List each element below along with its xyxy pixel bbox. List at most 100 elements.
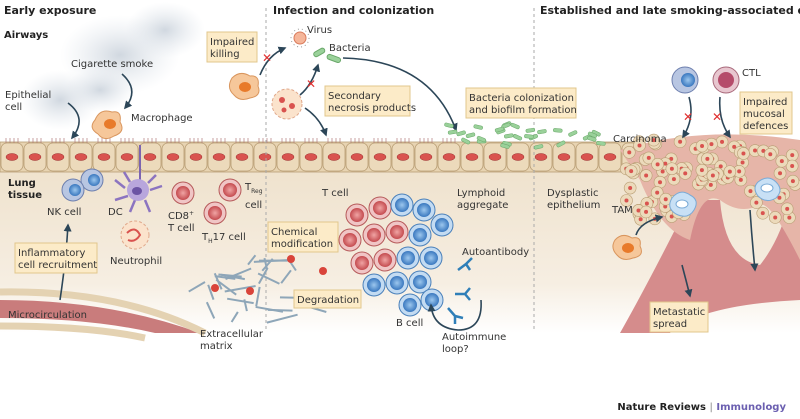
- vessel-wall: [0, 288, 207, 337]
- nucleus: [511, 153, 525, 161]
- cell-nucleus: [390, 225, 404, 239]
- bacterium: [556, 140, 566, 148]
- virus-icon: [290, 28, 310, 48]
- section-title-late: Established and late smoking-associated …: [540, 4, 800, 17]
- nucleus: [636, 208, 641, 213]
- necrosis-arrow: [299, 63, 320, 96]
- nucleus: [534, 153, 548, 161]
- nucleus: [304, 153, 318, 161]
- nucleus: [628, 186, 633, 191]
- bacterium: [476, 135, 486, 143]
- matrix-fibre: [257, 272, 280, 285]
- cell-nucleus: [355, 256, 369, 270]
- macrophage-cell: [91, 110, 123, 140]
- nucleus: [663, 161, 668, 166]
- bacterium: [524, 134, 534, 139]
- cell-nucleus: [350, 208, 364, 222]
- nucleus: [753, 148, 758, 153]
- cigarette-smoke-cloud: [20, 2, 205, 130]
- matrix-fibre: [253, 259, 290, 263]
- matrix-fibre: [230, 311, 239, 323]
- svg-text:Secondary: Secondary: [328, 91, 381, 102]
- secondary-necrosis-box: Secondary necrosis products: [324, 85, 416, 117]
- cell-nucleus: [378, 253, 392, 267]
- cell-nucleus: [425, 293, 439, 307]
- nucleus: [442, 153, 456, 161]
- nucleus: [235, 153, 249, 161]
- nucleus: [669, 166, 674, 171]
- nucleus: [738, 177, 743, 182]
- lymphoid-aggregate: [338, 193, 454, 317]
- metastasis-arrow: [681, 264, 693, 298]
- autoimmune-loop-arrow: [427, 299, 482, 331]
- lymphoid-aggregate-label: Lymphoid: [457, 188, 505, 199]
- bacterium: [568, 130, 578, 137]
- autoantibody-label: Autoantibody: [462, 247, 529, 258]
- svg-text:Impaired: Impaired: [210, 37, 254, 48]
- carcinoma-label: Carcinoma: [613, 134, 667, 145]
- neutrophil-cell: [120, 220, 150, 250]
- matrix-fibre: [207, 284, 215, 300]
- nucleus: [720, 139, 725, 144]
- impaired-killing-box: Impaired killing: [206, 31, 258, 63]
- nucleus: [651, 138, 656, 143]
- nucleus: [627, 150, 632, 155]
- nucleus: [779, 159, 784, 164]
- nucleus: [5, 153, 19, 161]
- journal-credit: Nature Reviews | Immunology: [617, 402, 786, 413]
- bacterium: [525, 127, 536, 133]
- nucleus: [741, 151, 746, 156]
- microcirculation-vessel: [0, 300, 200, 333]
- nucleus: [465, 153, 479, 161]
- cell-nucleus: [424, 251, 438, 265]
- bacterium: [587, 131, 598, 138]
- macrophage-label: Macrophage: [131, 113, 193, 124]
- macrophage-cell: [228, 72, 260, 100]
- nucleus: [761, 148, 766, 153]
- airways-label: Airways: [4, 30, 48, 41]
- tumour-vessel: [620, 200, 800, 333]
- ctl-arrow: [682, 96, 692, 139]
- cell-nucleus: [435, 218, 449, 232]
- tam-arrow: [635, 214, 664, 236]
- vessel-wall: [0, 322, 146, 342]
- nucleus: [28, 153, 42, 161]
- nucleus: [790, 153, 795, 158]
- nucleus: [748, 189, 753, 194]
- epithelial-cell-label: cell: [5, 102, 22, 113]
- chemical-modification-box: Chemical modification: [267, 221, 339, 253]
- nucleus: [785, 206, 790, 211]
- ctl-cell: [712, 66, 740, 94]
- nucleus: [760, 211, 765, 216]
- cell-nucleus: [367, 228, 381, 242]
- necrotic-cell: [271, 88, 303, 120]
- nucleus: [644, 209, 649, 214]
- svg-text:killing: killing: [210, 49, 240, 60]
- nucleus: [557, 153, 571, 161]
- nucleus: [737, 169, 742, 174]
- bacterium: [465, 132, 476, 138]
- treg-cell-label: cell: [245, 200, 262, 211]
- nucleus: [373, 153, 387, 161]
- antibody-icon: [447, 257, 473, 324]
- nucleus: [732, 144, 737, 149]
- nucleus: [777, 195, 782, 200]
- nucleus: [638, 217, 643, 222]
- matrix-fibre: [188, 281, 206, 293]
- lung-tissue-label: tissue: [8, 190, 42, 201]
- neutrophil-label: Neutrophil: [110, 256, 162, 267]
- bacterium: [447, 129, 458, 135]
- microcirculation-label: Microcirculation: [8, 310, 87, 321]
- nucleus: [281, 153, 295, 161]
- bacteria-icon: [313, 47, 342, 64]
- nucleus: [699, 168, 704, 173]
- nucleus: [629, 169, 634, 174]
- nucleus: [710, 173, 715, 178]
- bacterium: [533, 144, 544, 150]
- ecm-label: matrix: [200, 341, 233, 352]
- tam-cells: [669, 177, 781, 217]
- svg-text:Chemical: Chemical: [271, 227, 317, 238]
- nucleus: [327, 153, 341, 161]
- nucleus: [718, 164, 723, 169]
- nucleus: [580, 153, 594, 161]
